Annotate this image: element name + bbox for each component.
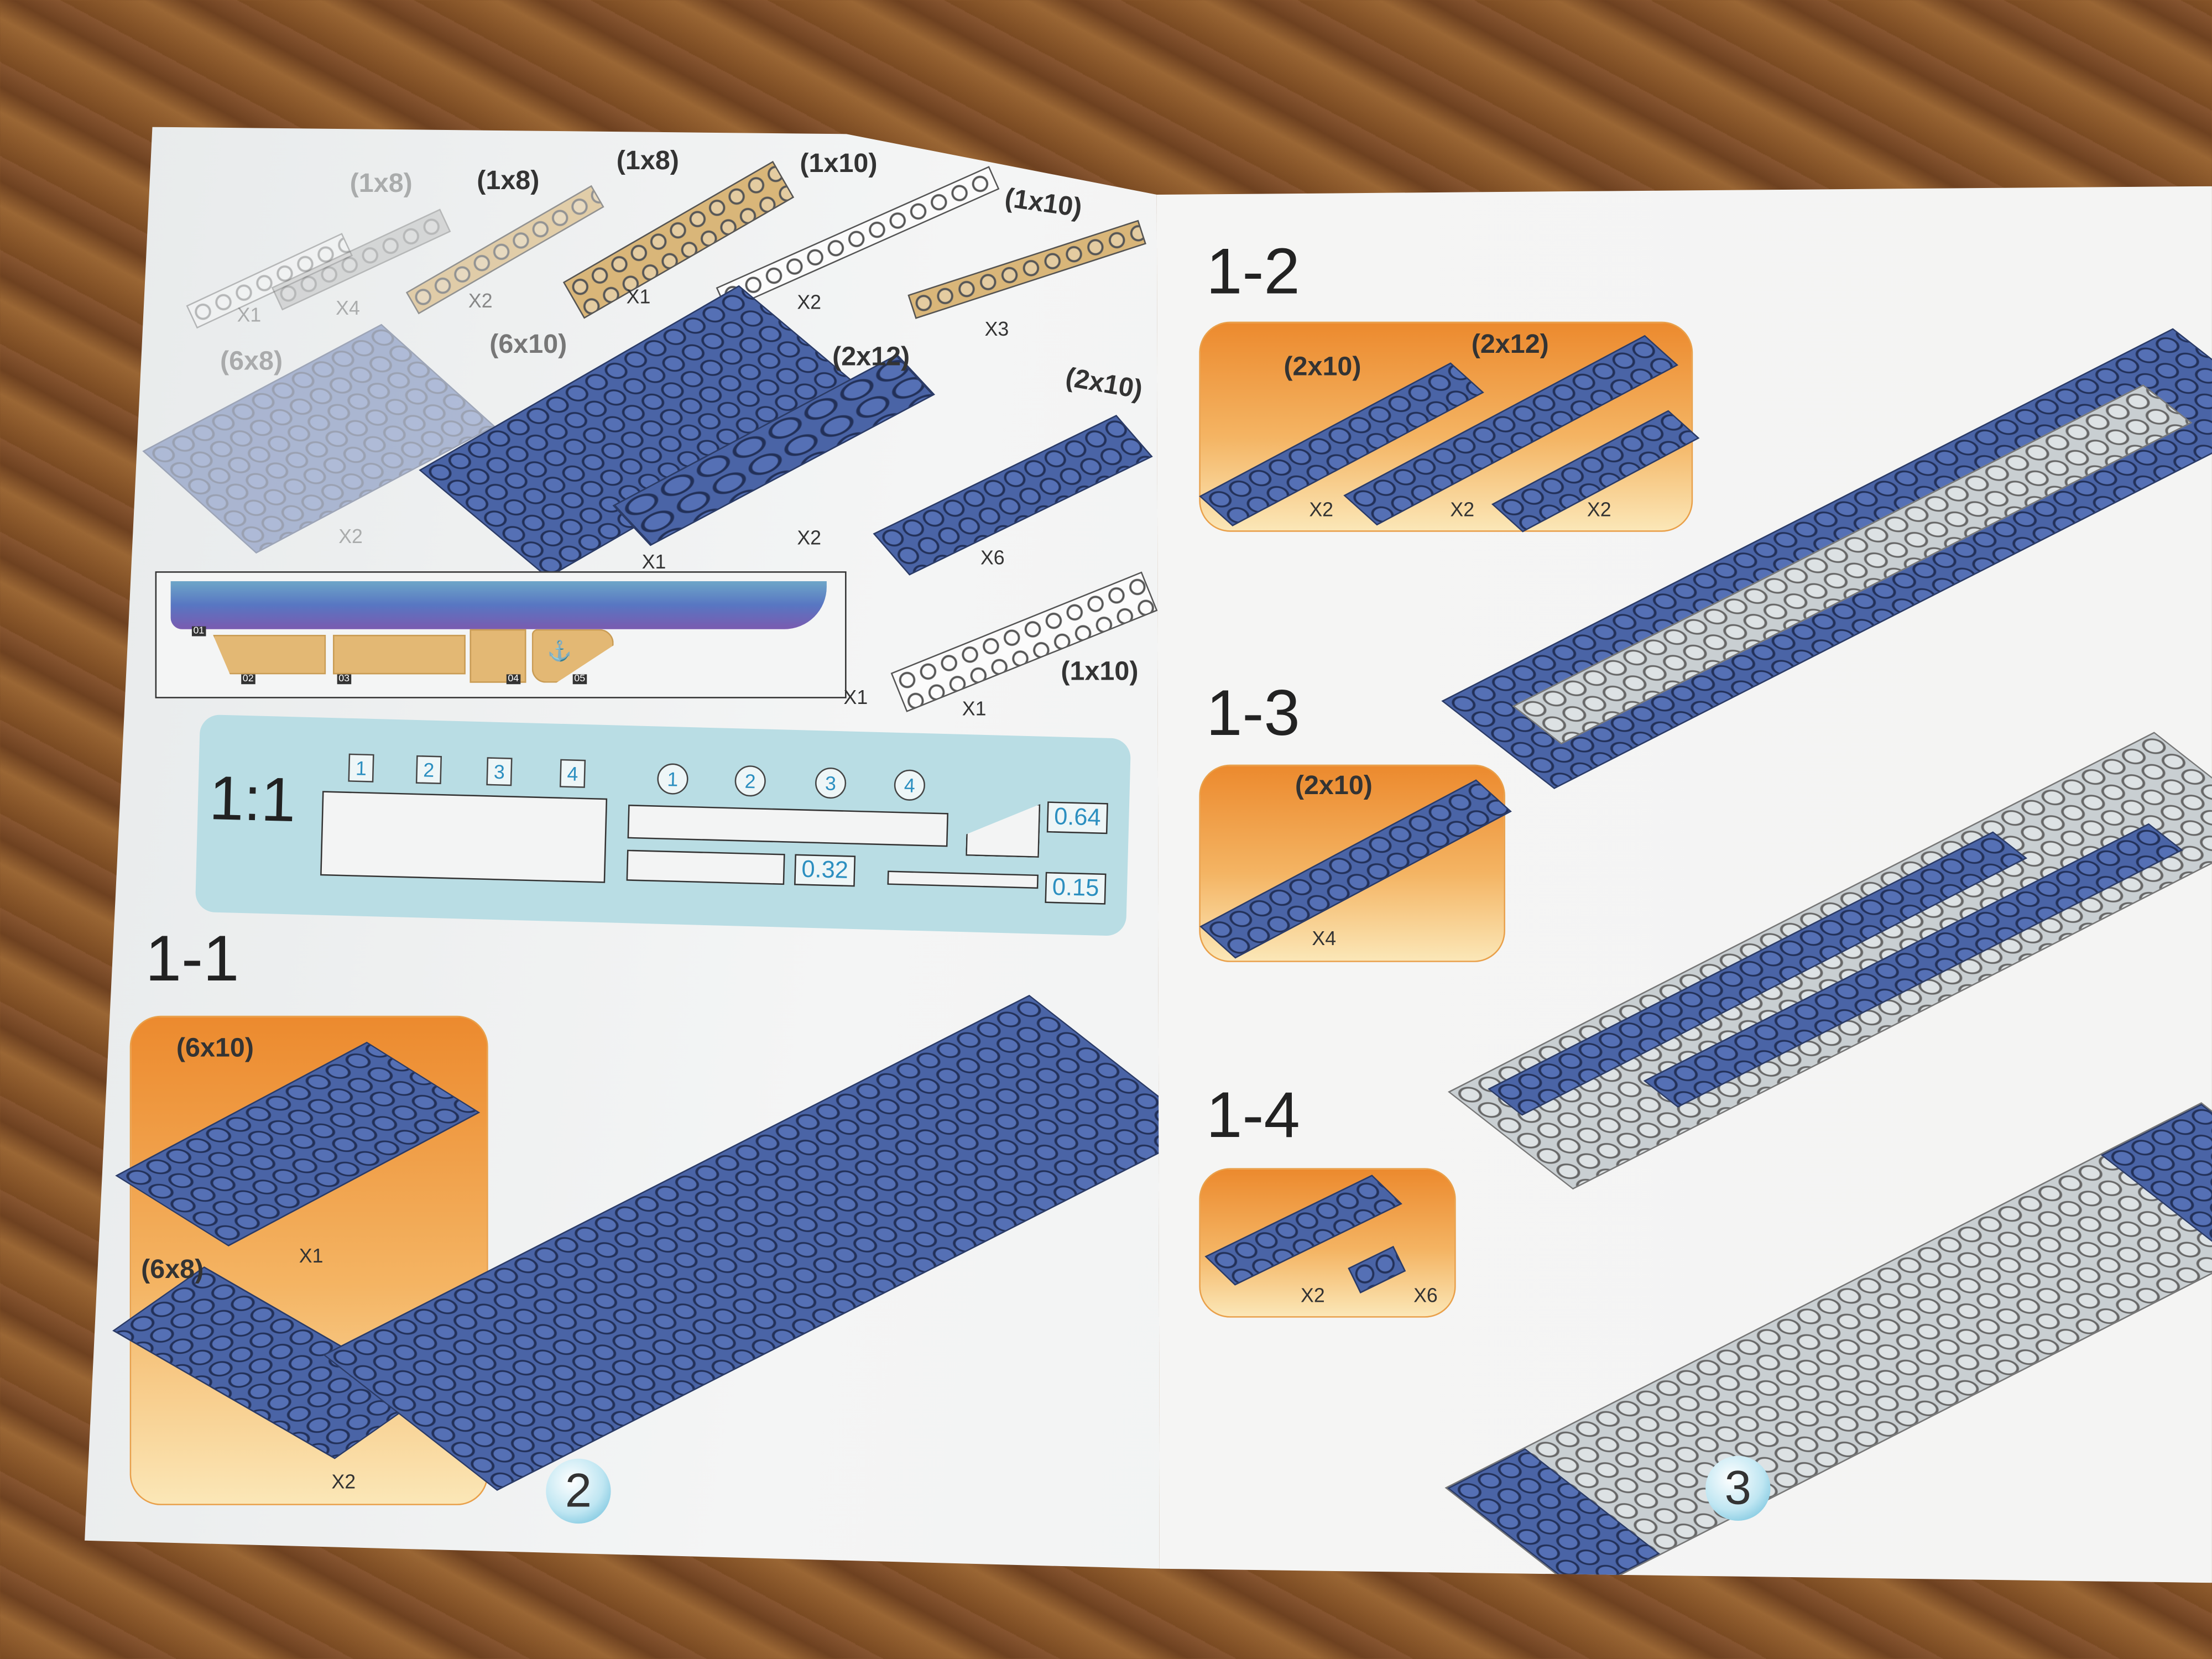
part-qty: X1 [237, 303, 262, 326]
ruler-value: 0.64 [1046, 801, 1109, 834]
part-qty: X1 [299, 1244, 324, 1267]
part-qty: X2 [331, 1470, 356, 1493]
part-size: (2x12) [1471, 330, 1549, 360]
ruler-value: 0.32 [794, 854, 856, 887]
ruler-wedge [966, 802, 1040, 858]
ruler-bar-curved [627, 804, 949, 847]
blue-plate-added [1488, 831, 2028, 1116]
part-brick-1x10-white [890, 571, 1158, 712]
part-qty: X2 [797, 290, 822, 314]
step-parts-box [1199, 1168, 1456, 1318]
sticker-tag: 02 [241, 674, 255, 685]
sticker-tag: 05 [572, 674, 587, 685]
ruler-circle-mark: 1 [656, 763, 689, 795]
part-qty: X4 [336, 296, 360, 319]
part-plate-2x10 [873, 415, 1153, 576]
ruler-circle-mark: 2 [734, 765, 766, 797]
step-title: 1-4 [1206, 1077, 1300, 1151]
part-qty: X2 [1450, 498, 1475, 521]
part-size: (6x8) [220, 347, 283, 377]
part-size: (1x10) [800, 149, 878, 179]
part-size: (2x10) [1284, 352, 1361, 383]
step-title: 1-1 [145, 921, 239, 995]
part-brick-1x10-tan-curved [907, 220, 1146, 319]
part-plate-6x8 [142, 324, 495, 554]
step-title: 1-3 [1206, 675, 1300, 749]
sticker-sheet: 01 02 03 04 ⚓ 05 [155, 571, 847, 698]
ruler-square-mark: 4 [559, 759, 586, 788]
part-qty: X2 [338, 524, 363, 547]
ruler-bar-thin [887, 870, 1039, 889]
sticker-tag: 03 [337, 674, 351, 685]
part-qty: X2 [1301, 1284, 1325, 1307]
part-size: (2x10) [1063, 363, 1145, 406]
part-size: (6x10) [489, 330, 567, 360]
part-size: (6x8) [141, 1255, 204, 1285]
sticker-03 [333, 634, 466, 675]
part-size: (2x12) [832, 342, 910, 373]
ruler-scale: 1:1 [208, 764, 297, 836]
part-size: (1x10) [1061, 657, 1139, 687]
sticker-04 [469, 629, 526, 683]
ruler-square-mark: 3 [486, 757, 513, 786]
part-qty: X1 [641, 550, 666, 573]
scale-ruler: 1:1 1 2 3 4 1 2 3 4 0.64 0.32 0.15 [195, 714, 1131, 936]
sticker-hull-waves [170, 581, 827, 629]
ruler-square-mark: 1 [348, 753, 374, 782]
part-qty: X1 [962, 697, 987, 720]
part-size: (6x10) [176, 1034, 254, 1064]
step-title: 1-2 [1206, 234, 1300, 308]
part-size: (1x10) [1003, 184, 1084, 224]
assembly-1-3 [1448, 732, 2212, 1190]
blue-end-plate [1447, 1448, 1660, 1583]
part-qty: X1 [626, 285, 651, 308]
part-qty: X2 [797, 526, 822, 549]
ruler-bar-large [320, 791, 608, 883]
part-qty: X3 [984, 317, 1009, 340]
part-size: (1x8) [477, 166, 540, 196]
part-qty: X6 [1413, 1284, 1438, 1307]
page-number: 2 [546, 1458, 611, 1524]
part-qty: X2 [468, 289, 493, 312]
ruler-bar-medium [626, 849, 785, 885]
sticker-tag: 01 [191, 626, 206, 637]
part-qty: X4 [1312, 927, 1337, 950]
ruler-circle-mark: 4 [894, 769, 926, 801]
part-qty: X2 [1309, 498, 1334, 521]
part-size: (1x8) [616, 147, 679, 176]
ruler-value: 0.15 [1045, 872, 1107, 905]
page-number: 3 [1705, 1455, 1771, 1521]
part-qty: X6 [980, 546, 1005, 569]
blue-plate-added [1643, 823, 2183, 1108]
ruler-square-mark: 2 [415, 755, 442, 785]
ruler-circle-mark: 3 [815, 767, 847, 799]
sticker-02 [213, 634, 326, 675]
anchor-icon: ⚓ [547, 639, 572, 662]
sticker-qty: X1 [843, 685, 868, 708]
blue-end-plate [2100, 1104, 2212, 1261]
sticker-tag: 04 [506, 674, 520, 685]
part-size: (2x10) [1295, 771, 1373, 801]
part-qty: X2 [1587, 498, 1611, 521]
part-size: (1x8) [349, 169, 413, 199]
